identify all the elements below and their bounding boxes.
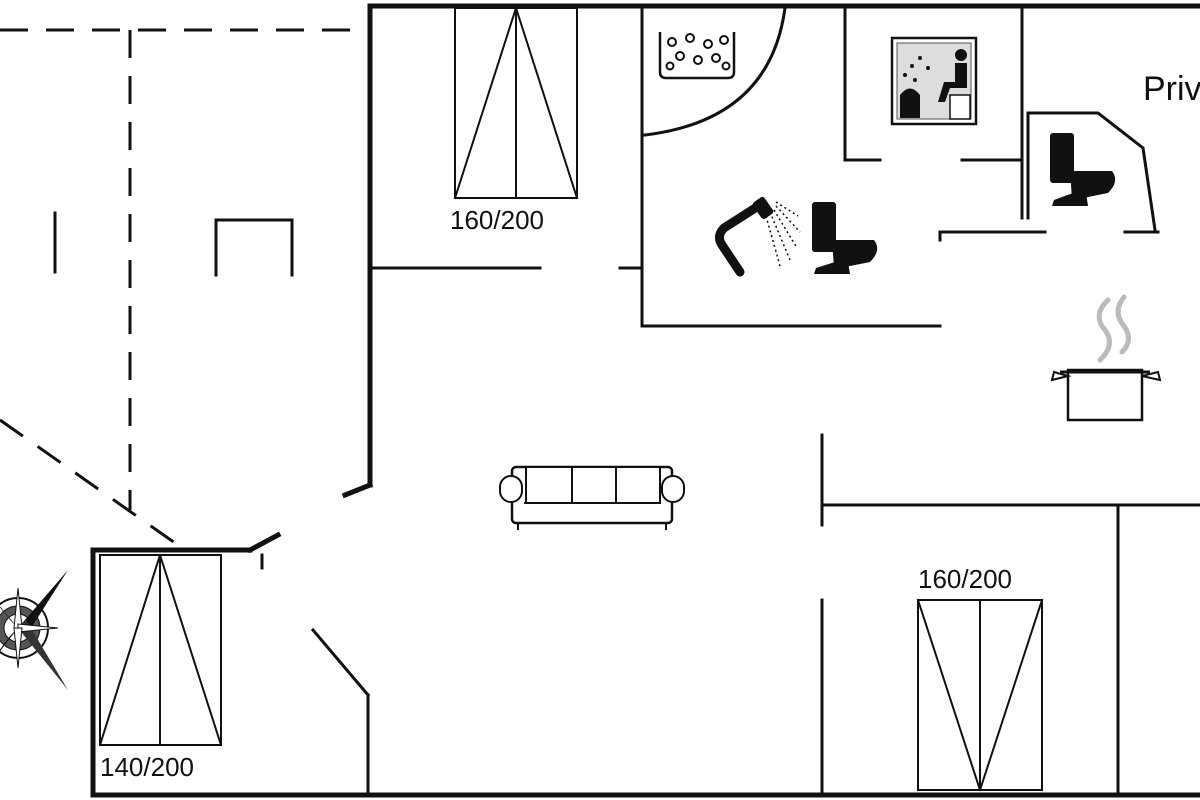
shower-icon	[714, 196, 801, 277]
interior-walls	[368, 4, 1200, 797]
bed-left-label: 140/200	[100, 752, 194, 782]
room-label-private: Priv	[1143, 70, 1200, 108]
sauna-icon	[890, 36, 978, 126]
terrace-fixtures	[53, 211, 294, 277]
outer-walls	[90, 3, 1200, 798]
spa-icon	[658, 32, 736, 80]
door-swing	[643, 6, 787, 137]
bed-top	[453, 6, 579, 200]
toilet-icon	[1050, 133, 1116, 206]
bed-top-label: 160/200	[450, 205, 544, 235]
bed-right	[916, 598, 1044, 792]
terrace-outline	[0, 28, 360, 552]
toilet-icon	[812, 202, 878, 274]
cooking-pot-icon	[1050, 294, 1162, 422]
bed-right-label: 160/200	[918, 564, 1012, 594]
compass-icon	[0, 570, 68, 690]
sofa-icon	[499, 465, 685, 530]
bed-left	[98, 553, 223, 747]
